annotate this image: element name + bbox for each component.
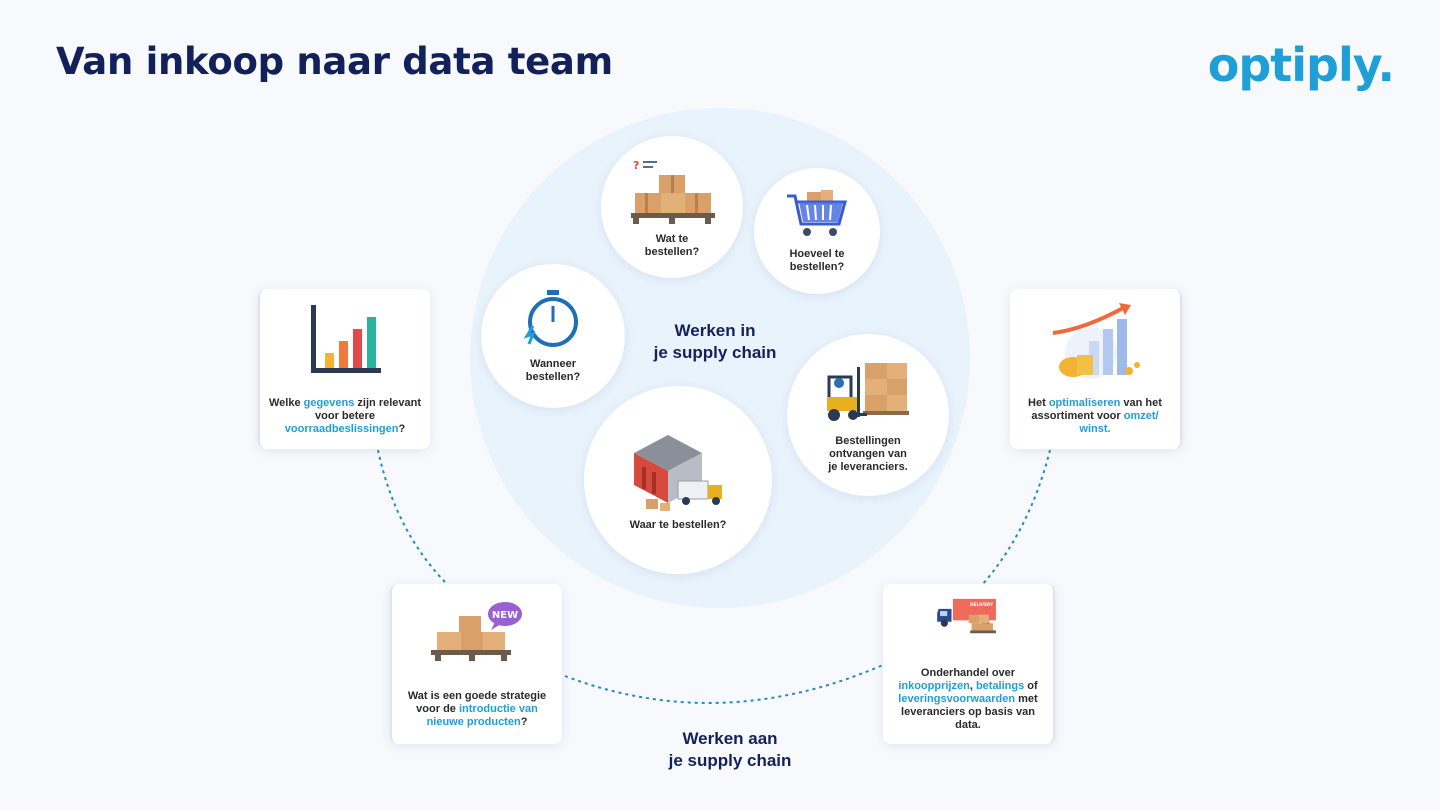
card-text: zijn relevant voor betere: [315, 397, 422, 422]
card-text: Het: [1028, 397, 1049, 409]
center-label: Werken in je supply chain: [653, 321, 777, 362]
bubble-label: Wanneer bestellen?: [525, 358, 581, 383]
optiply-logo: optiply.: [1207, 38, 1395, 92]
card-nieuwe-producten: NEW Wat is een goede strategie voor de i…: [390, 584, 562, 744]
warehouse-icon: [634, 434, 722, 511]
card-relevante-gegevens: Welke gegevens zijn relevant voor betere…: [258, 289, 430, 449]
bubble-waar-te-bestellen: Waar te bestellen?: [584, 386, 772, 574]
delivery-text: DELIVERY: [970, 602, 994, 608]
card-text: Wat is een goede strategie voor de: [407, 690, 547, 715]
bubble-label: Bestellingen ontvangen van je leverancie…: [828, 434, 908, 473]
shopping-cart-icon: [787, 190, 847, 236]
highlight-text: leveringsvoorwaarden: [898, 693, 1016, 705]
highlight-text: introductie van nieuwe producten: [426, 703, 538, 728]
highlight-text: .: [1107, 423, 1111, 435]
highlight-text: betalings: [975, 680, 1025, 692]
card-assortiment-optimaliseren: Het optimaliseren van het assortiment vo…: [1010, 289, 1182, 449]
bubble-bestellingen-ontvangen: Bestellingen ontvangen van je leverancie…: [787, 334, 949, 496]
card-text: van het assortiment voor: [1031, 397, 1162, 422]
page-title: Van inkoop naar data team: [56, 40, 613, 83]
bubble-wat-te-bestellen: ? Wat te bestellen?: [601, 136, 743, 278]
card-text: ?: [520, 716, 528, 728]
highlight-text: optimaliseren: [1048, 397, 1121, 409]
bubble-wanneer-bestellen: Wanneer bestellen?: [481, 264, 625, 408]
card-onderhandel-leveranciers: DELIVERY Onderhandel over inkoopprijzen,…: [883, 584, 1055, 744]
growth-coins-icon: [1052, 303, 1140, 379]
card-text: ,: [969, 680, 976, 692]
highlight-text: gegevens: [303, 397, 355, 409]
forklift-icon: [827, 362, 909, 421]
bubble-hoeveel-te-bestellen: Hoeveel te bestellen?: [754, 168, 880, 294]
card-text: met leveranciers op basis van data.: [901, 693, 1038, 731]
stopwatch-icon: [523, 290, 578, 347]
bubble-label: Waar te bestellen?: [629, 518, 727, 531]
bubble-label: Wat te bestellen?: [644, 233, 700, 258]
bar-chart-icon: [311, 305, 381, 373]
new-badge: NEW: [492, 610, 518, 621]
card-text: of: [1024, 680, 1038, 692]
bubble-label: Hoeveel te bestellen?: [789, 248, 845, 273]
card-text: ?: [398, 423, 406, 435]
boxes-pallet-icon: ?: [631, 159, 715, 224]
card-text: Onderhandel over: [920, 667, 1016, 679]
svg-text:?: ?: [633, 159, 639, 172]
card-text: Welke: [268, 397, 304, 409]
highlight-text: omzet/ winst: [1079, 410, 1159, 435]
new-product-boxes-icon: NEW: [431, 602, 522, 661]
delivery-truck-icon: DELIVERY: [937, 598, 996, 634]
highlight-text: inkoopprijzen: [898, 680, 970, 692]
highlight-text: voorraadbeslissingen: [284, 423, 399, 435]
outer-label: Werken aan je supply chain: [668, 729, 792, 770]
